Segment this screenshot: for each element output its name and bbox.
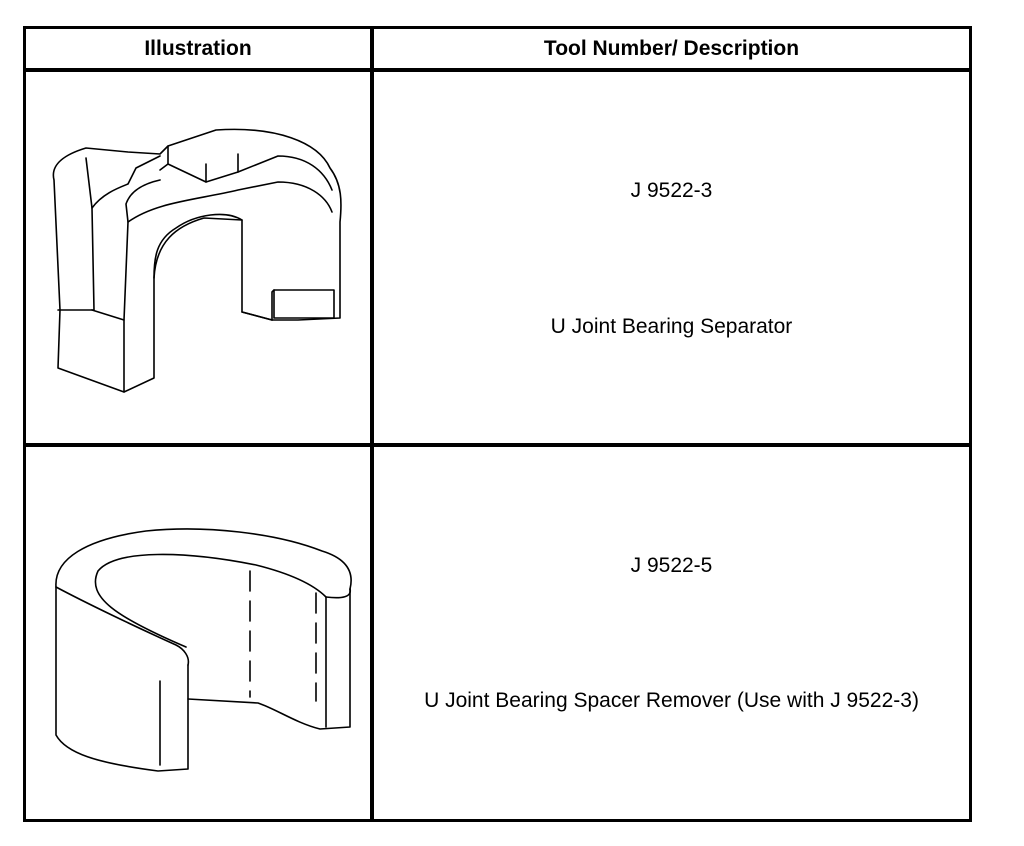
tool-description-spacer-remover: U Joint Bearing Spacer Remover (Use with… [424, 689, 919, 712]
table-row-1-illustration [26, 72, 370, 443]
header-divider [26, 68, 969, 72]
row-divider [26, 443, 969, 447]
u-joint-bearing-spacer-remover-icon [55, 528, 352, 772]
header-tool-description: Tool Number/ Description [543, 36, 800, 60]
tool-number-j9522-5: J 9522-5 [630, 554, 713, 577]
table-row-2-illustration [26, 447, 370, 819]
tool-description-separator: U Joint Bearing Separator [550, 315, 793, 338]
header-illustration: Illustration [144, 36, 252, 60]
column-divider [370, 29, 374, 819]
tool-number-j9522-3: J 9522-3 [630, 179, 713, 202]
u-joint-bearing-separator-icon [52, 128, 342, 393]
tool-table: Illustration Tool Number/ Description [23, 26, 972, 822]
